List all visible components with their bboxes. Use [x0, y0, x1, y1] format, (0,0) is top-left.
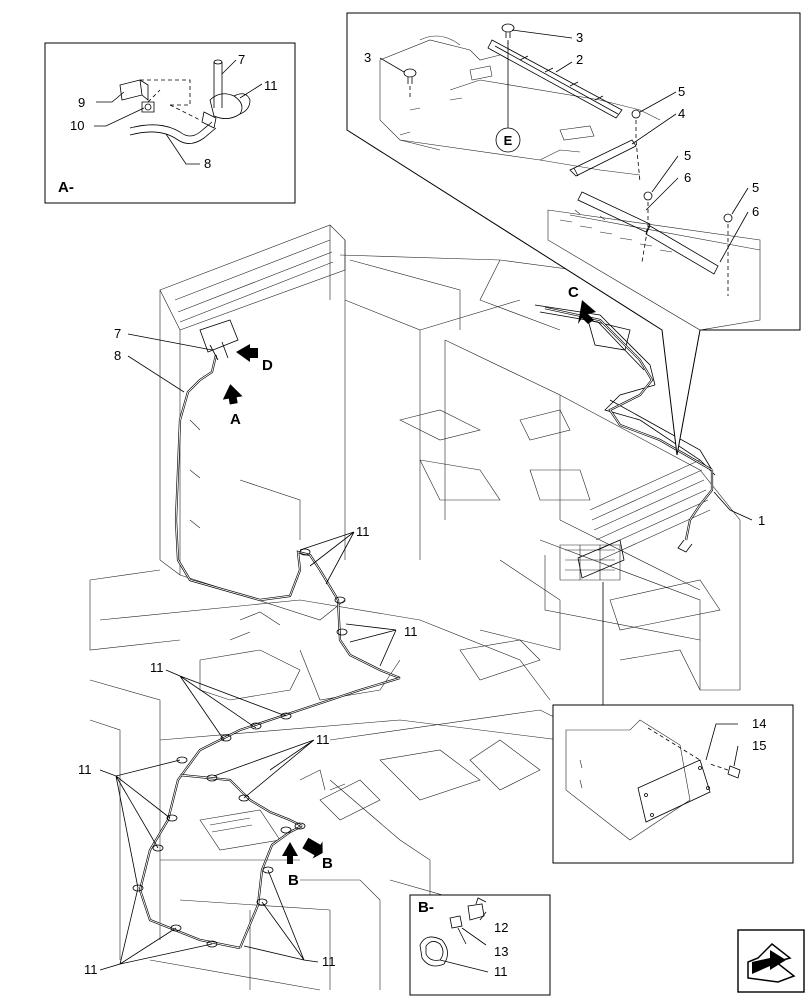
- callout-11-a: 11: [356, 524, 370, 539]
- strip-6-left: [577, 191, 651, 233]
- callout-11-detail-a: 11: [264, 78, 278, 93]
- callout-5-c: 5: [752, 180, 759, 195]
- arrow-b-right-label: B: [322, 855, 333, 872]
- callout-10: 10: [70, 118, 84, 133]
- view-arrow-d: D: [236, 344, 273, 374]
- callout-6-b: 6: [752, 204, 759, 219]
- callout-13: 13: [494, 944, 508, 959]
- callout-3-right: 3: [576, 30, 583, 45]
- callout-1: 1: [758, 513, 765, 528]
- nut-5-b: [641, 191, 653, 263]
- callout-11-d: 11: [316, 732, 330, 747]
- callout-11-detail-b: 11: [494, 964, 508, 979]
- callout-11-e: 11: [78, 762, 92, 777]
- callout-11-c: 11: [150, 660, 164, 675]
- callout-8-detail: 8: [204, 156, 211, 171]
- view-e-label: E: [504, 133, 513, 148]
- callout-11-f: 11: [84, 962, 98, 977]
- callout-5-a: 5: [678, 84, 685, 99]
- page-navigation-arrow-icon[interactable]: [737, 929, 805, 993]
- detail-b-label: B-: [418, 899, 434, 916]
- view-arrow-b-right: B: [302, 837, 333, 872]
- callout-15: 15: [752, 738, 766, 753]
- machine-frame-linework: [89, 224, 761, 991]
- rail-2: [487, 39, 623, 119]
- view-arrow-c: C: [568, 284, 596, 324]
- callout-5-b: 5: [684, 148, 691, 163]
- strip-4: [569, 139, 637, 177]
- leader-lines: [94, 29, 753, 973]
- callout-8-main: 8: [114, 348, 121, 363]
- detail-top-right-box: E: [346, 12, 801, 456]
- arrow-b-left-label: B: [288, 872, 299, 889]
- bolt-3-left: [403, 68, 417, 100]
- callout-3-left: 3: [364, 50, 371, 65]
- callout-7-detail: 7: [238, 52, 245, 67]
- wire-harness: [132, 306, 714, 950]
- cover-plate-in-situ: [577, 539, 625, 579]
- callout-11-g: 11: [322, 954, 336, 969]
- detail-a-label: A-: [58, 179, 74, 196]
- detail-b-box: B-: [409, 894, 551, 996]
- harness-clips: [132, 548, 348, 948]
- arrow-d-label: D: [262, 357, 273, 374]
- callout-6-a: 6: [684, 170, 691, 185]
- view-arrow-a: A: [222, 384, 243, 428]
- detail-plate-box: [552, 582, 794, 864]
- arrow-a-label: A: [230, 411, 241, 428]
- callout-14: 14: [752, 716, 766, 731]
- nut-5-c: [723, 213, 733, 296]
- view-arrow-b-left: B: [282, 842, 299, 889]
- nut-5-a: [631, 109, 641, 183]
- hood-rail-assembly: [534, 304, 716, 476]
- callout-11-b: 11: [404, 624, 418, 639]
- callout-12: 12: [494, 920, 508, 935]
- callout-4: 4: [678, 106, 685, 121]
- detail-a-box: A-: [44, 42, 296, 204]
- arrow-c-label: C: [568, 284, 579, 301]
- callout-2: 2: [576, 52, 583, 67]
- callout-numbers: 7 11 9 10 8 3 3 2 5 4 5 6 5 6 7 8 1 11 1…: [70, 30, 766, 979]
- callout-9: 9: [78, 95, 85, 110]
- callout-7-main: 7: [114, 326, 121, 341]
